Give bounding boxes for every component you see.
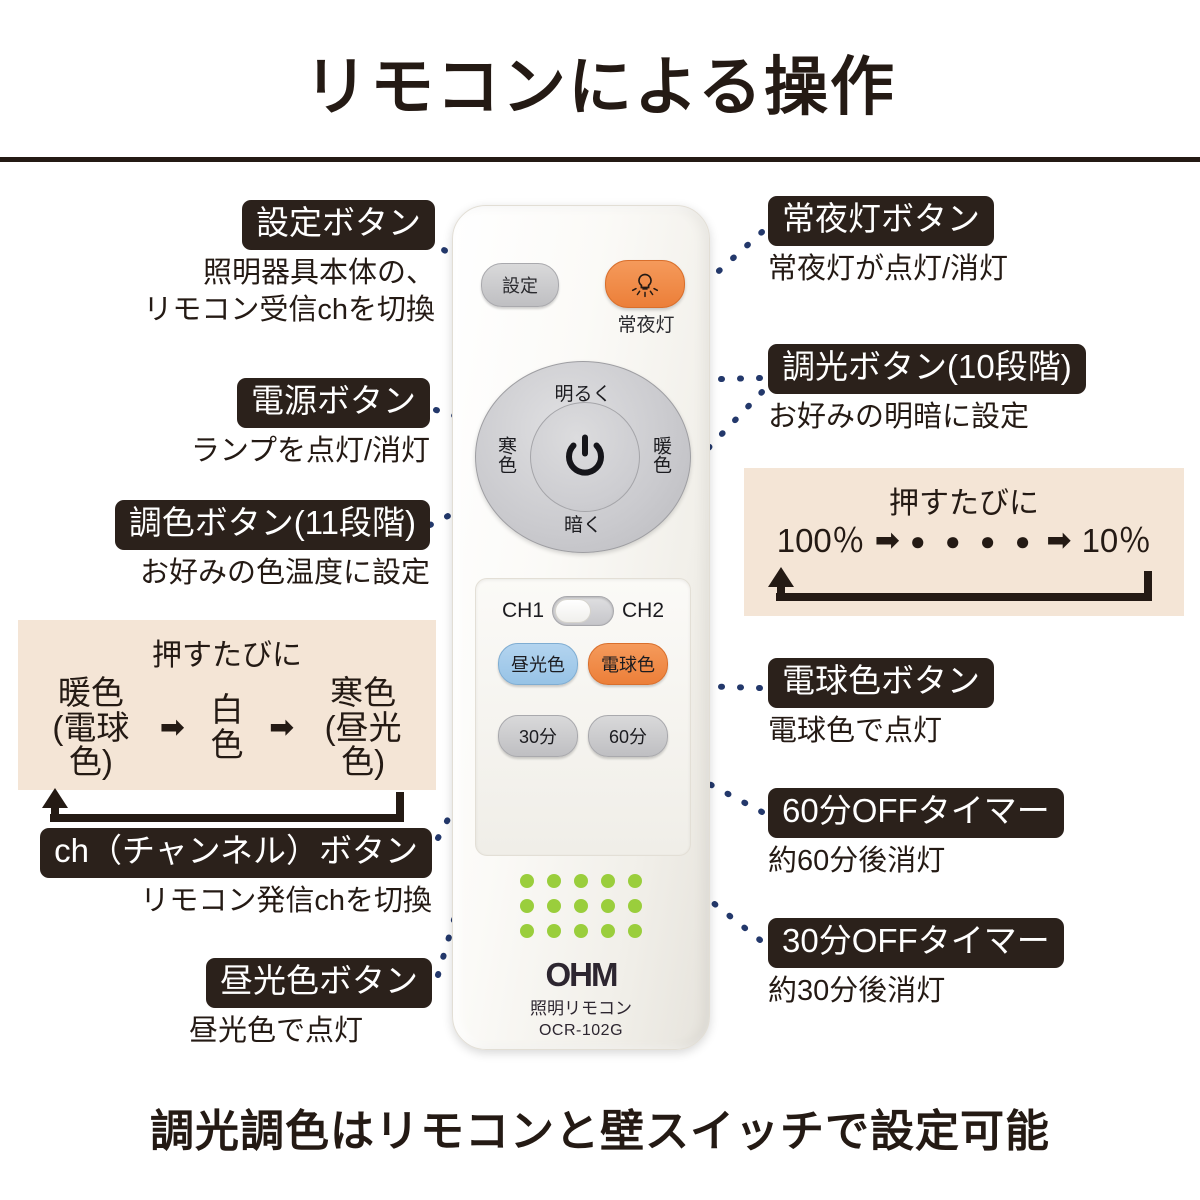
brightness-cycle-panel: 押すたびに 100％ ➡ ● ● ● ● ➡ 10％ — [744, 468, 1184, 616]
callout-color-tone-desc: お好みの色温度に設定 — [139, 556, 430, 589]
ir-dot — [628, 924, 642, 938]
callout-power-label: 電源ボタン — [237, 378, 430, 428]
warm-white-button-label: 電球色 — [601, 655, 655, 675]
callout-channel: ch（チャンネル）ボタン リモコン発信chを切換 — [20, 828, 432, 920]
timer30-button[interactable]: 30分 — [498, 715, 578, 757]
daylight-button[interactable]: 昼光色 — [498, 643, 578, 685]
title-divider — [0, 157, 1200, 162]
callout-color-tone-label: 調色ボタン(11段階) — [114, 500, 430, 550]
arrow-right-icon: ➡ — [159, 710, 185, 744]
callout-channel-label: ch（チャンネル）ボタン — [40, 828, 432, 878]
callout-night-light-label: 常夜灯ボタン — [768, 196, 994, 246]
dial-darker-label[interactable]: 暗く — [563, 515, 602, 536]
callout-daylight: 昼光色ボタン 昼光色で点灯 — [120, 958, 432, 1050]
warm-white-button[interactable]: 電球色 — [588, 643, 668, 685]
dial-brighter-label[interactable]: 明るく — [554, 384, 612, 405]
daylight-button-label: 昼光色 — [511, 655, 565, 675]
callout-setting-label: 設定ボタン — [242, 200, 435, 250]
callout-dimmer: 調光ボタン(10段階) お好みの明暗に設定 — [768, 344, 1192, 436]
page-title: リモコンによる操作 — [303, 51, 897, 123]
ohm-logo: OHM — [545, 956, 619, 993]
callout-daylight-label: 昼光色ボタン — [206, 958, 432, 1008]
footer-note: 調光調色はリモコンと壁スイッチで設定可能 — [150, 1107, 1050, 1156]
brand-subtitle: 照明リモコン — [530, 999, 632, 1018]
lightbulb-icon — [631, 273, 659, 298]
timer60-button[interactable]: 60分 — [588, 715, 668, 757]
brightness-cycle-row: 100％ ➡ ● ● ● ● ➡ 10％ — [758, 522, 1170, 559]
callout-timer30: 30分OFFタイマー 約30分後消灯 — [768, 918, 1192, 1010]
dial-warm-label[interactable]: 暖色 — [650, 436, 671, 474]
callout-timer60: 60分OFFタイマー 約60分後消灯 — [768, 788, 1192, 880]
callout-setting: 設定ボタン 照明器具本体の、 リモコン受信chを切換 — [90, 200, 435, 329]
brightness-cycle-heading: 押すたびに — [889, 487, 1039, 520]
color-cycle-panel: 押すたびに 暖色 (電球色) ➡ 白色 ➡ 寒色 (昼光色) — [18, 620, 436, 822]
callout-timer30-desc: 約30分後消灯 — [768, 974, 946, 1007]
ir-dot — [520, 899, 534, 913]
power-icon — [566, 434, 604, 476]
dial-cool-label[interactable]: 寒色 — [495, 436, 516, 474]
callout-warm-white-label: 電球色ボタン — [768, 658, 994, 708]
ir-dot — [520, 874, 534, 888]
callout-timer60-label: 60分OFFタイマー — [768, 788, 1064, 838]
ir-dot — [628, 899, 642, 913]
color-cycle-step3: 寒色 (昼光色) — [324, 674, 402, 781]
channel-slide-switch[interactable] — [552, 596, 614, 626]
dial-control[interactable]: 明るく 暗く 寒色 暖色 — [475, 361, 691, 553]
callout-timer60-desc: 約60分後消灯 — [768, 844, 946, 877]
ir-dot — [547, 899, 561, 913]
ir-dot — [601, 924, 615, 938]
callout-warm-white-desc: 電球色で点灯 — [768, 714, 943, 747]
ir-dot — [601, 899, 615, 913]
power-button[interactable] — [530, 402, 640, 512]
loop-arrow-icon — [768, 563, 1152, 605]
callout-timer30-label: 30分OFFタイマー — [768, 918, 1064, 968]
brightness-cycle-end: 10％ — [1081, 522, 1152, 559]
color-cycle-step1: 暖色 (電球色) — [52, 674, 130, 781]
ir-dot — [547, 874, 561, 888]
brightness-cycle-start: 100％ — [776, 522, 865, 559]
timer60-button-label: 60分 — [608, 727, 648, 747]
ir-dot — [574, 924, 588, 938]
setting-button[interactable]: 設定 — [481, 263, 559, 307]
callout-dimmer-desc: お好みの明暗に設定 — [768, 400, 1030, 433]
channel-switch-knob[interactable] — [555, 599, 591, 623]
arrow-right-icon: ➡ — [1046, 524, 1072, 558]
color-cycle-step2: 白色 — [210, 691, 244, 763]
remote-control-body: 設定 常夜灯 明るく 暗く 寒色 暖色 — [452, 205, 710, 1050]
callout-power: 電源ボタン ランプを点灯/消灯 — [100, 378, 430, 470]
channel-ch1-label: CH1 — [501, 599, 544, 622]
channel-switch-row[interactable]: CH1 CH2 — [476, 595, 690, 627]
callout-night-light: 常夜灯ボタン 常夜灯が点灯/消灯 — [768, 196, 1188, 288]
night-light-button-label: 常夜灯 — [617, 315, 675, 336]
color-cycle-row: 暖色 (電球色) ➡ 白色 ➡ 寒色 (昼光色) — [32, 674, 422, 781]
ir-emitter-grid — [520, 874, 642, 938]
loop-arrow-icon — [42, 784, 404, 826]
ir-dot — [628, 874, 642, 888]
ir-dot — [520, 924, 534, 938]
brightness-cycle-dots: ● ● ● ● — [909, 525, 1037, 556]
channel-ch2-label: CH2 — [622, 599, 665, 622]
lower-button-panel: CH1 CH2 昼光色 電球色 30分 60分 — [475, 578, 691, 856]
color-cycle-heading: 押すたびに — [152, 639, 302, 672]
night-light-button[interactable] — [605, 260, 685, 308]
callout-setting-desc: 照明器具本体の、 リモコン受信chを切換 — [143, 256, 435, 327]
callout-night-light-desc: 常夜灯が点灯/消灯 — [768, 252, 1009, 285]
callout-channel-desc: リモコン発信chを切換 — [140, 884, 432, 917]
ir-dot — [574, 899, 588, 913]
callout-warm-white: 電球色ボタン 電球色で点灯 — [768, 658, 1192, 750]
arrow-right-icon: ➡ — [269, 710, 295, 744]
callout-daylight-desc: 昼光色で点灯 — [188, 1014, 363, 1047]
callout-power-desc: ランプを点灯/消灯 — [190, 434, 430, 467]
callout-dimmer-label: 調光ボタン(10段階) — [768, 344, 1086, 394]
callout-color-tone: 調色ボタン(11段階) お好みの色温度に設定 — [10, 500, 430, 592]
brand-block: OHM 照明リモコン OCR-102G — [453, 958, 709, 1040]
setting-button-label: 設定 — [502, 276, 538, 296]
ir-dot — [601, 874, 615, 888]
ir-dot — [547, 924, 561, 938]
ir-dot — [574, 874, 588, 888]
timer30-button-label: 30分 — [518, 727, 558, 747]
arrow-right-icon: ➡ — [874, 524, 900, 558]
brand-model-number: OCR-102G — [538, 1022, 624, 1039]
